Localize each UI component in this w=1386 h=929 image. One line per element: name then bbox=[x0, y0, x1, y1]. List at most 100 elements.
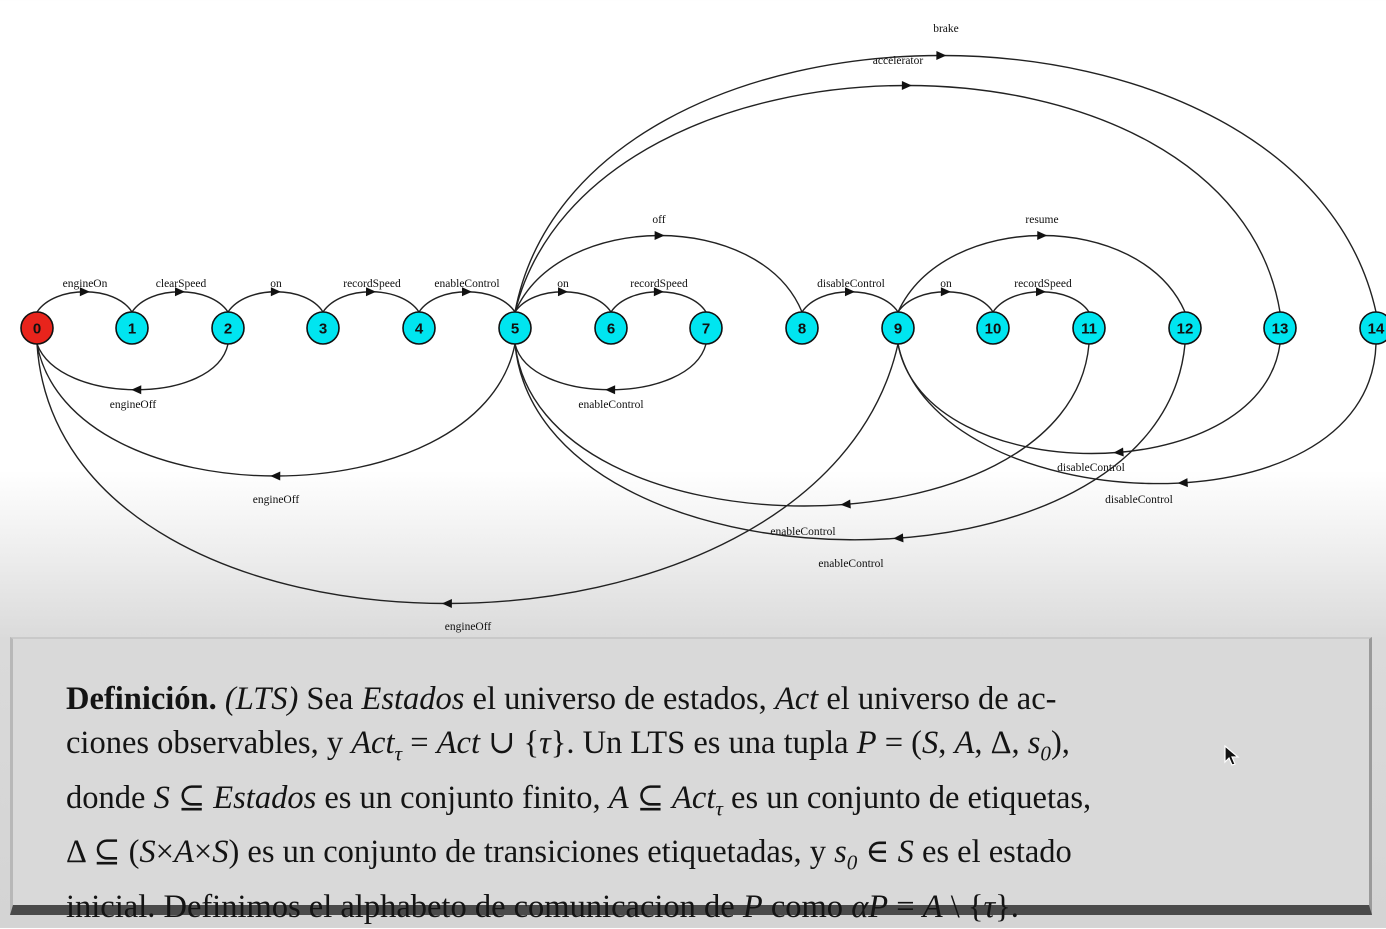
transition-label: engineOff bbox=[253, 494, 300, 506]
state-node-14: 14 bbox=[1359, 311, 1386, 345]
definition-line: inicial. Definimos el alphabeto de comun… bbox=[66, 885, 1326, 929]
definition-fragment: inicial. Definimos el alphabeto de comun… bbox=[66, 888, 743, 925]
state-label: 10 bbox=[985, 321, 1002, 338]
definition-fragment: A bbox=[922, 888, 943, 925]
state-node-3: 3 bbox=[306, 311, 340, 345]
transition-5-14: brake bbox=[514, 23, 1377, 313]
transition-label: enableControl bbox=[770, 526, 835, 538]
transition-edge bbox=[514, 234, 803, 313]
state-node-4: 4 bbox=[402, 311, 436, 345]
arrow-head-icon bbox=[1035, 287, 1046, 297]
definition-line: ciones observables, y Actτ = Act ∪ {τ}. … bbox=[66, 721, 1326, 776]
state-label: 13 bbox=[1272, 321, 1289, 338]
transition-9-12: resume bbox=[897, 214, 1186, 313]
state-label: 4 bbox=[415, 321, 424, 338]
transition-2-0: engineOff bbox=[36, 343, 229, 411]
state-label: 9 bbox=[894, 321, 902, 338]
definition-fragment: = ( bbox=[876, 725, 922, 761]
state-circle bbox=[1168, 311, 1202, 345]
transition-edge bbox=[897, 343, 1377, 485]
state-circle bbox=[881, 311, 915, 345]
transition-edge bbox=[514, 54, 1377, 313]
state-circle bbox=[306, 311, 340, 345]
transition-edge bbox=[131, 291, 229, 313]
state-label: 8 bbox=[798, 321, 806, 338]
arrow-head-icon bbox=[270, 287, 281, 297]
transition-label: disableControl bbox=[817, 278, 885, 290]
transition-edge bbox=[801, 291, 899, 313]
arrow-head-icon bbox=[940, 287, 951, 297]
transition-6-7: recordSpeed bbox=[610, 278, 707, 313]
definition-box: Definición. (LTS) Sea Estados el univers… bbox=[10, 637, 1372, 925]
definition-fragment: Δ ⊆ ( bbox=[66, 834, 140, 870]
definition-fragment: × bbox=[193, 834, 213, 870]
definition-line: Δ ⊆ (S×A×S) es un conjunto de transicion… bbox=[66, 830, 1326, 885]
state-node-8: 8 bbox=[785, 311, 819, 345]
state-circle bbox=[115, 311, 149, 345]
transition-edge bbox=[897, 291, 994, 313]
definition-fragment: ), bbox=[1050, 725, 1070, 761]
state-node-2: 2 bbox=[211, 311, 245, 345]
definition-fragment: = bbox=[402, 725, 437, 761]
state-circle bbox=[1263, 311, 1297, 345]
transition-label: engineOff bbox=[445, 621, 492, 633]
definition-fragment: S bbox=[897, 834, 914, 870]
state-label: 2 bbox=[224, 321, 232, 338]
definition-fragment: ∈ bbox=[857, 834, 898, 870]
transition-edge bbox=[36, 291, 133, 313]
arrow-head-icon bbox=[461, 287, 472, 297]
transition-label: disableControl bbox=[1105, 494, 1173, 506]
definition-fragment: s bbox=[1027, 725, 1041, 761]
definition-fragment: ⊆ bbox=[628, 779, 673, 816]
state-node-6: 6 bbox=[594, 311, 628, 345]
definition-fragment: τ bbox=[539, 725, 551, 761]
transition-14-9: disableControl bbox=[897, 343, 1377, 506]
definition-fragment: τ bbox=[394, 741, 403, 766]
state-node-10: 10 bbox=[976, 311, 1010, 345]
arrow-head-icon bbox=[1113, 447, 1124, 457]
arrow-head-icon bbox=[653, 287, 664, 297]
definition-fragment: ⊆ bbox=[169, 779, 214, 816]
transition-label: recordSpeed bbox=[630, 278, 688, 290]
definition-fragment: ciones observables, y bbox=[66, 725, 352, 761]
definition-fragment: = bbox=[888, 888, 923, 925]
definition-fragment: es un conjunto finito, bbox=[316, 779, 609, 816]
transition-edge bbox=[897, 343, 1281, 455]
definition-fragment: A bbox=[954, 725, 975, 761]
transition-label: disableControl bbox=[1057, 462, 1125, 474]
definition-fragment: Estados bbox=[213, 779, 317, 816]
state-label: 6 bbox=[607, 321, 615, 338]
definition-fragment: s bbox=[834, 834, 847, 870]
transition-label: engineOn bbox=[63, 278, 108, 290]
transition-5-0: engineOff bbox=[36, 343, 516, 506]
transition-10-11: recordSpeed bbox=[992, 278, 1090, 313]
definition-text: Definición. (LTS) Sea Estados el univers… bbox=[66, 677, 1326, 929]
definition-fragment: P bbox=[856, 725, 877, 761]
definition-fragment: ) es un conjunto de transiciones etiquet… bbox=[228, 834, 835, 870]
state-label: 0 bbox=[33, 321, 41, 338]
transition-5-8: off bbox=[514, 214, 803, 313]
transition-3-4: recordSpeed bbox=[322, 278, 420, 313]
state-circle bbox=[211, 311, 245, 345]
transition-label: brake bbox=[933, 23, 959, 35]
definition-fragment: τ bbox=[983, 888, 996, 925]
definition-fragment: S bbox=[153, 779, 170, 816]
definition-fragment: ∪ { bbox=[479, 725, 540, 761]
definition-fragment: \ { bbox=[942, 888, 984, 925]
state-node-9: 9 bbox=[881, 311, 915, 345]
definition-fragment: S bbox=[212, 834, 229, 870]
arrow-head-icon bbox=[79, 287, 90, 297]
definition-fragment: 0 bbox=[1040, 741, 1051, 766]
state-node-7: 7 bbox=[689, 311, 723, 345]
definition-line: donde S ⊆ Estados es un conjunto finito,… bbox=[66, 776, 1326, 831]
arrow-head-icon bbox=[901, 80, 912, 90]
arrow-head-icon bbox=[844, 287, 855, 297]
definition-fragment: Act bbox=[672, 779, 716, 816]
transition-label: recordSpeed bbox=[1014, 278, 1072, 290]
state-circle bbox=[594, 311, 628, 345]
transition-2-3: on bbox=[227, 278, 324, 313]
arrow-head-icon bbox=[840, 499, 851, 509]
definition-fragment: × bbox=[155, 834, 175, 870]
definition-fragment: 0 bbox=[846, 850, 858, 875]
